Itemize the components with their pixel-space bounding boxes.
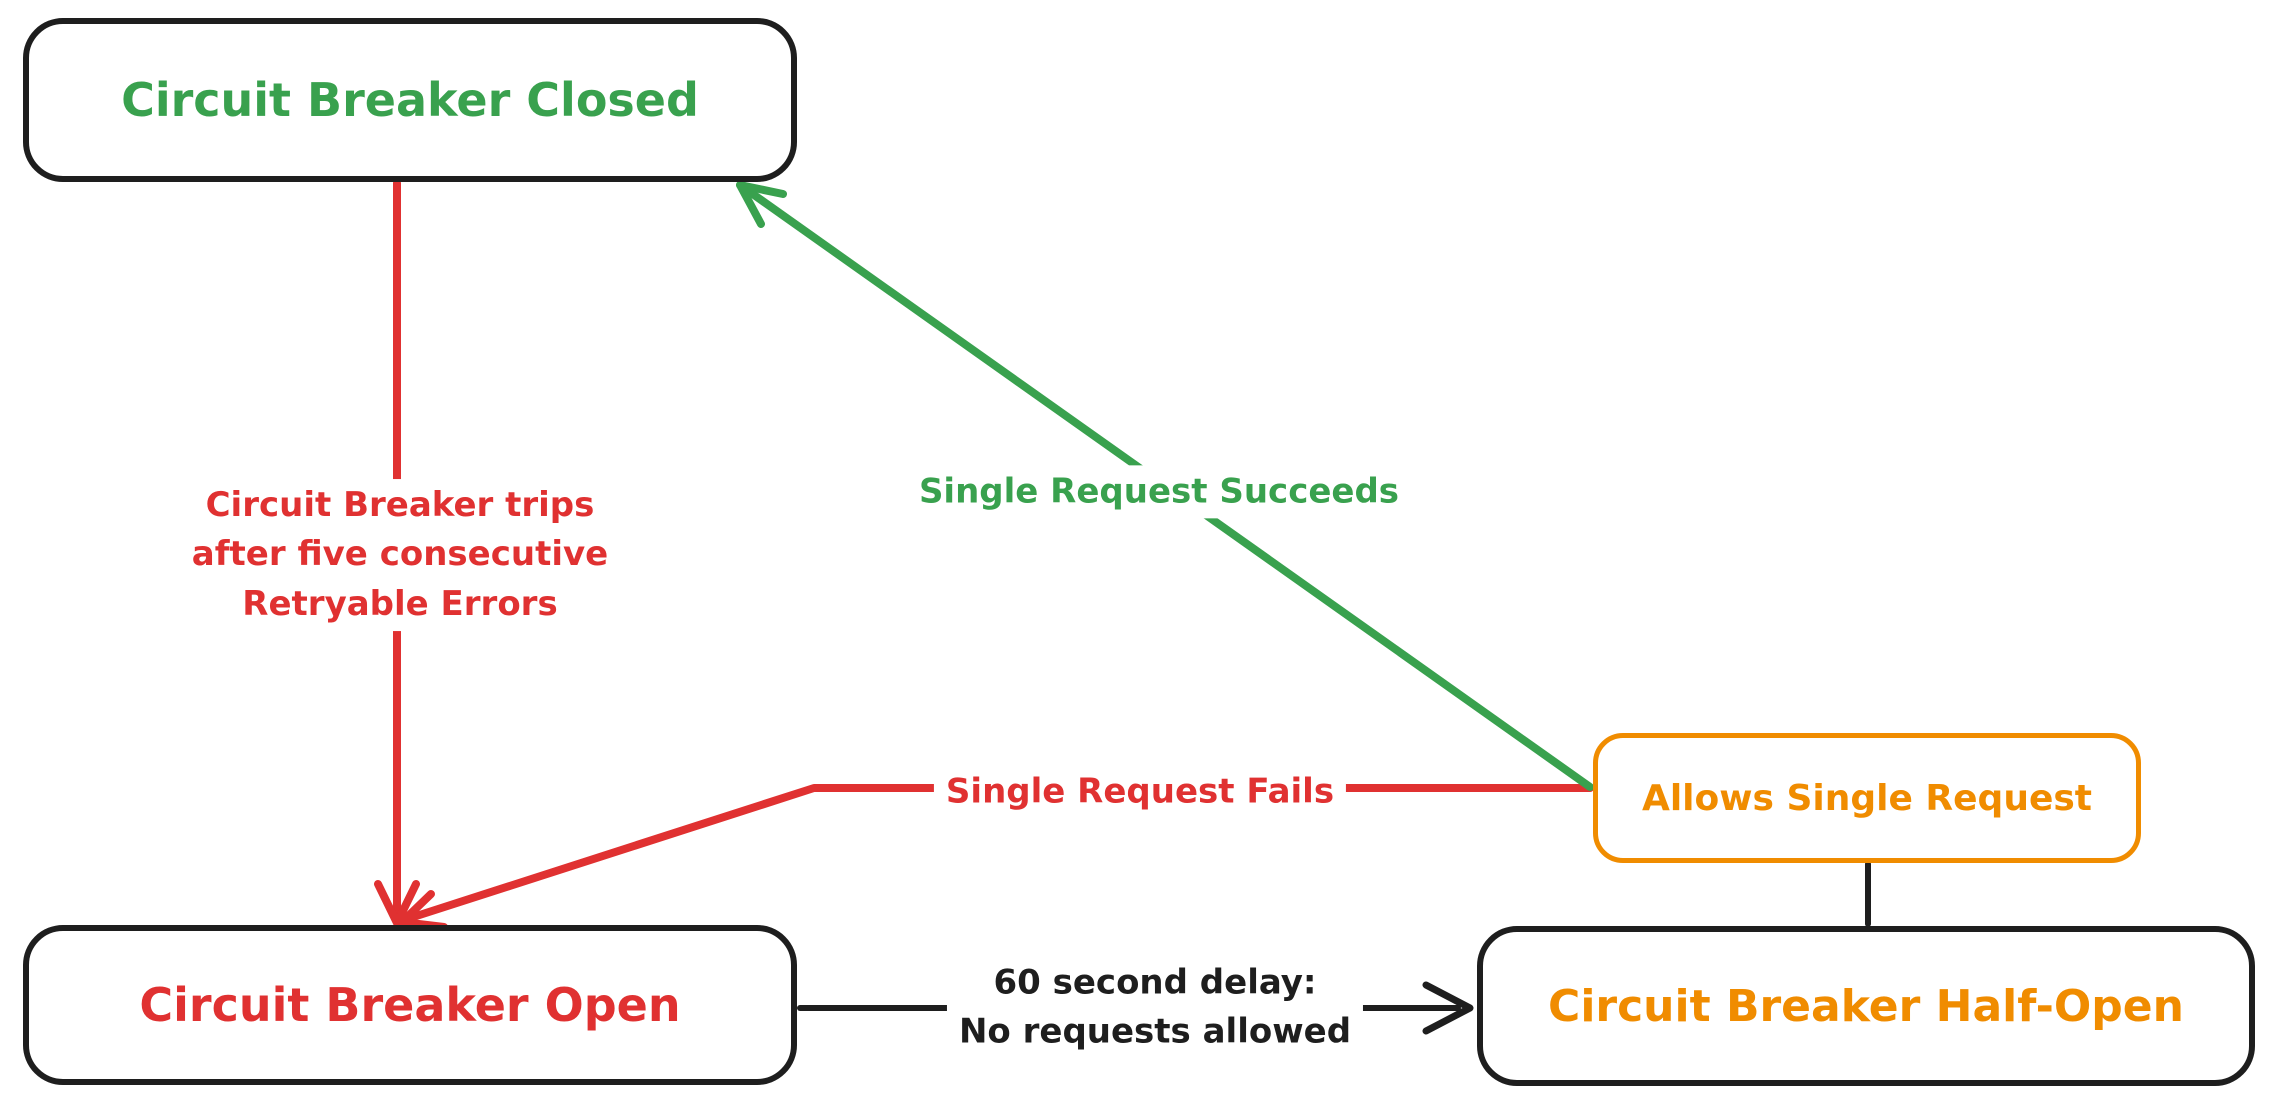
node-allows-single-request-label: Allows Single Request (1641, 777, 2093, 819)
edge-label-trips: Circuit Breaker trips after five consecu… (179, 479, 621, 631)
node-circuit-breaker-open-label: Circuit Breaker Open (139, 978, 681, 1032)
edge-label-trips-line1: Circuit Breaker trips (205, 485, 595, 526)
edge-label-delay-line1: 60 second delay: (993, 962, 1317, 1003)
edge-label-fails-text: Single Request Fails (945, 771, 1335, 812)
edge-label-fails: Single Request Fails (933, 765, 1347, 819)
edge-label-delay-line2: No requests allowed (958, 1012, 1352, 1052)
node-circuit-breaker-half-open: Circuit Breaker Half-Open (1477, 926, 2255, 1086)
node-allows-single-request: Allows Single Request (1593, 733, 2141, 863)
edge-label-succeeds-text: Single Request Succeeds (918, 471, 1400, 512)
node-circuit-breaker-half-open-label: Circuit Breaker Half-Open (1548, 980, 2184, 1032)
node-circuit-breaker-closed-label: Circuit Breaker Closed (121, 73, 699, 127)
edge-delay-arrowhead-icon (1422, 981, 1474, 1035)
edge-succeeds-arrowhead-icon (736, 181, 787, 228)
edge-label-trips-line3: Retryable Errors (242, 583, 558, 624)
node-circuit-breaker-open: Circuit Breaker Open (23, 925, 797, 1085)
edge-label-delay: 60 second delay: No requests allowed (946, 956, 1364, 1060)
edge-label-succeeds: Single Request Succeeds (906, 465, 1412, 519)
node-circuit-breaker-closed: Circuit Breaker Closed (23, 18, 797, 182)
edge-label-trips-line2: after five consecutive (191, 534, 609, 575)
edge-trips-arrowhead-icon (374, 880, 420, 927)
